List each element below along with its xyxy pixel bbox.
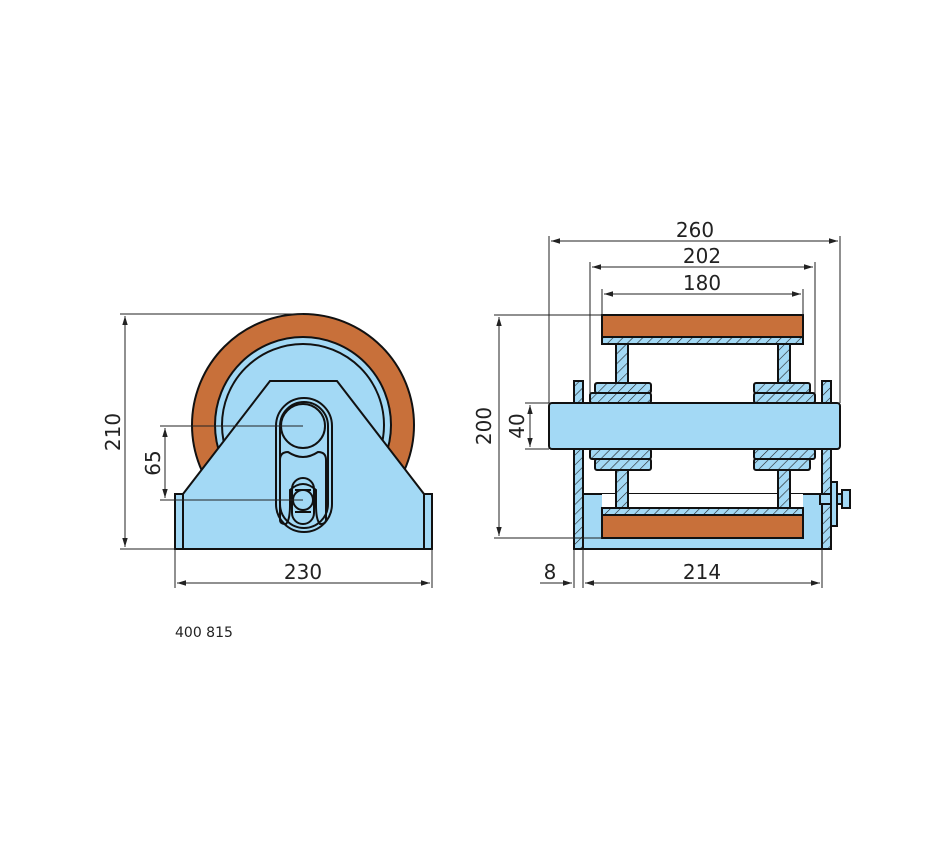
- side-view: [548, 314, 851, 550]
- bolt-head: [841, 489, 851, 509]
- dim-230: 230: [284, 560, 322, 584]
- front-view: [174, 313, 433, 550]
- dim-260: 260: [676, 218, 714, 242]
- tread-bottom: [601, 514, 804, 539]
- dim-180: 180: [683, 271, 721, 295]
- dim-214: 214: [683, 560, 721, 584]
- tread-top: [601, 314, 804, 338]
- dim-202: 202: [683, 244, 721, 268]
- axle: [548, 402, 841, 450]
- part-number: 400 815: [175, 625, 233, 641]
- left-side-plate: [573, 380, 584, 550]
- right-side-plate: [821, 380, 832, 550]
- front-dimensions: 210 65 230: [101, 313, 433, 588]
- side-dimensions: 260 202 180 200 40 8 214: [472, 218, 841, 588]
- dim-8: 8: [544, 560, 557, 584]
- dim-210: 210: [101, 413, 125, 451]
- dim-40: 40: [505, 413, 529, 438]
- dim-200: 200: [472, 407, 496, 445]
- dim-65: 65: [141, 450, 165, 475]
